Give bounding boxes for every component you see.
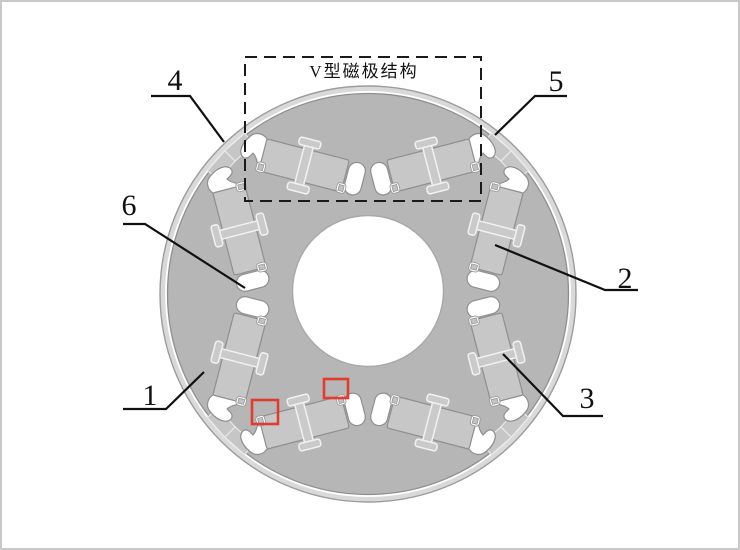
callout-2-label: 2 <box>618 262 633 295</box>
rotor <box>159 85 577 503</box>
shaft-hole <box>291 214 445 368</box>
highlight-box-inner-notch <box>322 377 350 400</box>
v-pole-dashed-box <box>244 56 482 202</box>
callout-5-label: 5 <box>549 65 564 98</box>
callout-1-label: 1 <box>143 379 158 412</box>
callout-6-label: 6 <box>122 189 137 222</box>
leader-line-4 <box>151 94 225 143</box>
callout-4-label: 4 <box>168 64 183 97</box>
leader-line-5 <box>494 94 567 136</box>
leader-line-6 <box>123 222 246 289</box>
highlight-box-outer-notch <box>250 398 280 426</box>
leader-line-3 <box>502 353 603 418</box>
leader-line-2 <box>494 243 638 292</box>
callout-3-label: 3 <box>580 382 595 415</box>
leader-line-1 <box>123 371 205 411</box>
figure-title: V型磁极结构 <box>309 62 418 81</box>
